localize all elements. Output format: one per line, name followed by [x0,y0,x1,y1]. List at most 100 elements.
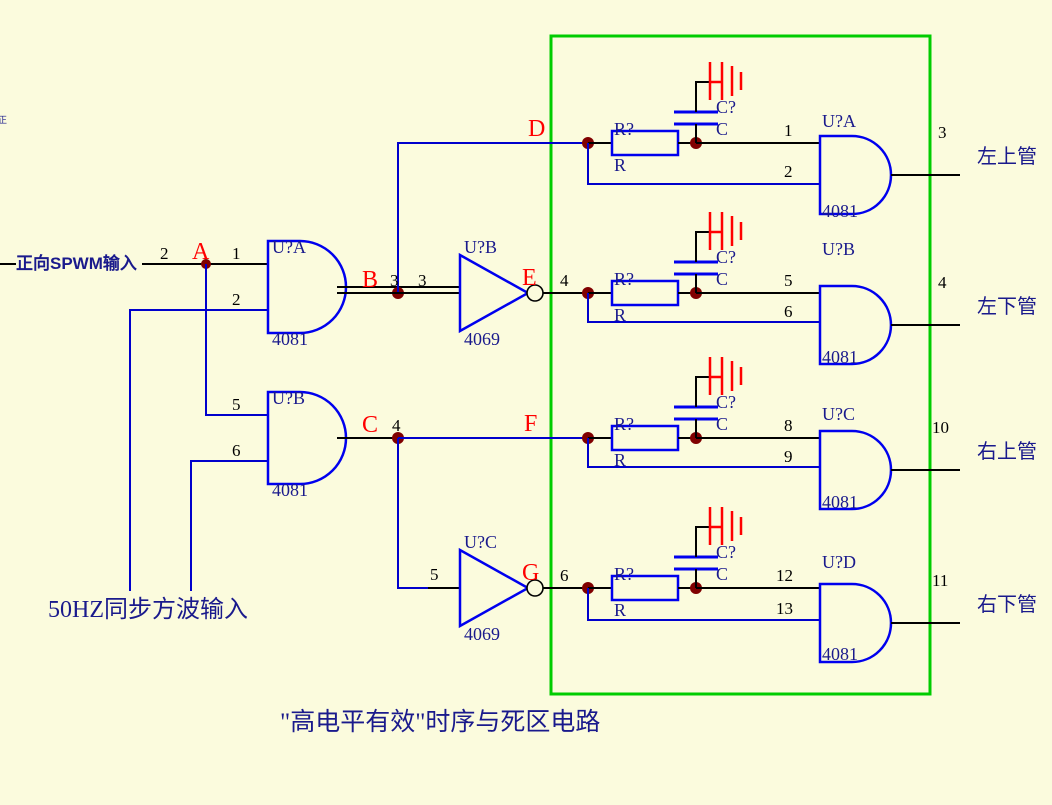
resistor-4-refdes: R? [614,564,634,584]
capacitor-3-refdes: C? [716,392,736,412]
inverter-bottom-body [458,547,531,629]
resistor-2-value: R [614,305,627,325]
ground-icon-2 [708,212,743,250]
inv1-part: 4069 [464,329,500,349]
wire-c-to-inv2 [397,438,428,589]
gate1-refdes: U?A [272,237,306,257]
wire-rc1-bypass [587,143,820,185]
rc-network-2 [582,212,820,323]
node-label-c: C [362,412,379,438]
gate2-refdes: U?B [272,388,305,408]
out-gate2-part: 4081 [822,347,858,367]
wire-sync-to-gate1-pin2 [129,309,268,591]
wire-rc3-bypass [587,438,820,468]
out-gate4-pin12: 12 [776,566,793,585]
node-g-pin: 6 [560,566,569,585]
node-label-e: E [522,265,537,291]
node-label-a: A [192,239,210,265]
resistor-1-value: R [614,155,627,175]
gate2-part: 4081 [272,480,308,500]
gate1-pin2: 2 [232,290,241,309]
capacitor-3-value: C [716,414,729,434]
node-b-pin: 3 [390,271,399,290]
inv2-refdes: U?C [464,532,497,552]
and-gate-input-top-body [266,239,348,335]
output-label-4: 右下管 [977,594,1037,616]
output-pin-3: 10 [932,418,949,437]
resistor-3-value: R [614,450,627,470]
out-gate4-part: 4081 [822,644,858,664]
wire-sync-to-gate2-pin6 [190,460,268,591]
node-c-pin: 4 [392,416,401,435]
ground-icon-3 [708,357,743,395]
out-gate3-pin8: 8 [784,416,793,435]
output-and-gate-4 [818,582,960,664]
spwm-input-pin: 2 [160,244,169,263]
gate1-pin1: 1 [232,244,241,263]
resistor-3-refdes: R? [614,414,634,434]
capacitor-1-refdes: C? [716,97,736,117]
wire-cap4-top-lead [695,526,710,557]
out-gate1-part: 4081 [822,201,858,221]
node-e-pin: 4 [560,271,569,290]
capacitor-2-value: C [716,269,729,289]
capacitor-2-refdes: C? [716,247,736,267]
inv2-part: 4069 [464,624,500,644]
spwm-input-label: 正向SPWM输入 [16,254,137,273]
out-gate1-pin1: 1 [784,121,793,140]
inv-bottom-in-pin: 5 [430,565,439,584]
output-label-1: 左上管 [977,146,1037,168]
diagram-caption: "高电平有效"时序与死区电路 [280,709,601,736]
wire-a-to-gate2-pin5 [205,264,268,416]
node-label-d: D [528,116,546,142]
clipped-left-text: 正 [0,115,8,125]
ground-icon-1 [708,62,743,100]
and-gate-input-bottom-body [266,390,348,486]
out-gate3-refdes: U?C [822,404,855,424]
inverter-top-body [458,252,531,334]
wire-cap3-top-lead [695,376,710,407]
wire-cap1-top-lead [695,81,710,112]
inv-top-in-pin: 3 [418,271,427,290]
gate2-pin5: 5 [232,395,241,414]
output-label-2: 左下管 [977,296,1037,318]
wire-cap2-top-lead [695,231,710,262]
rc-network-3 [582,357,820,468]
output-pin-4: 11 [932,571,949,590]
node-label-b: B [362,267,379,293]
node-label-f: F [524,411,538,437]
wire-rc4-bypass [587,588,820,621]
out-gate2-pin5: 5 [784,271,793,290]
rc-network-1 [582,62,820,185]
output-pin-2: 4 [938,273,947,292]
out-gate2-refdes: U?B [822,239,855,259]
gate2-pin6: 6 [232,441,241,460]
output-and-gate-3 [818,429,960,511]
output-and-gate-1 [818,134,960,216]
capacitor-1-value: C [716,119,729,139]
out-gate3-pin9: 9 [784,447,793,466]
capacitor-4-value: C [716,564,729,584]
node-label-g: G [522,560,540,586]
out-gate4-refdes: U?D [822,552,856,572]
out-gate3-part: 4081 [822,492,858,512]
out-gate4-pin13: 13 [776,599,793,618]
wire-b-to-d [397,142,586,293]
inv1-refdes: U?B [464,237,497,257]
resistor-4-value: R [614,600,627,620]
ground-icon-4 [708,507,743,545]
sync-input-label: 50HZ同步方波输入 [48,597,248,623]
dead-time-boundary-box [549,34,932,696]
out-gate1-pin2: 2 [784,162,793,181]
resistor-1-refdes: R? [614,119,634,139]
output-and-gate-2 [818,284,960,366]
rc-network-4 [582,507,820,621]
resistor-2-refdes: R? [614,269,634,289]
output-pin-1: 3 [938,123,947,142]
gate1-part: 4081 [272,329,308,349]
out-gate1-refdes: U?A [822,111,856,131]
wire-rc2-bypass [587,293,820,323]
capacitor-4-refdes: C? [716,542,736,562]
output-label-3: 右上管 [977,441,1037,463]
